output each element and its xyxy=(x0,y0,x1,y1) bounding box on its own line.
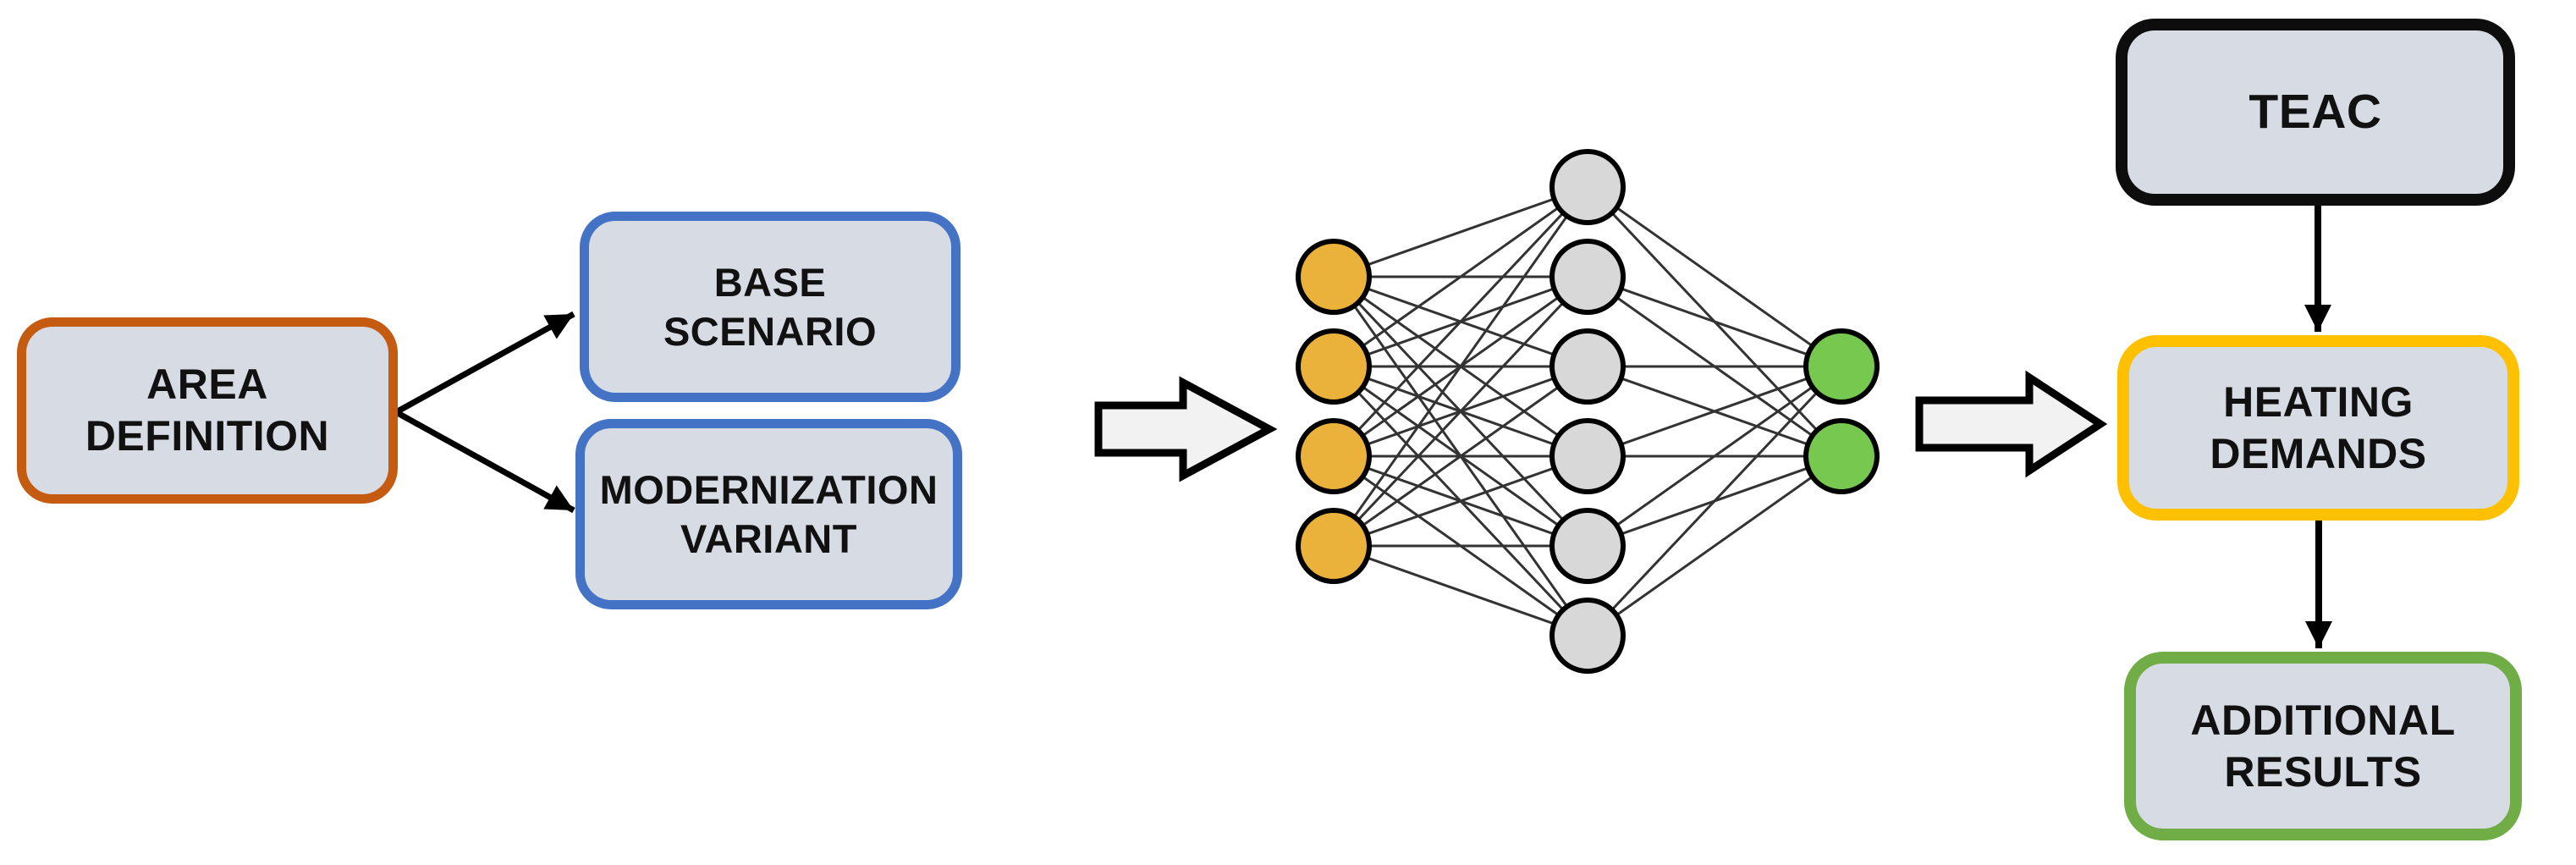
base-scenario-box: BASE SCENARIO xyxy=(580,212,960,402)
nn-node-hidden xyxy=(1549,239,1626,315)
flow-arrow-scenarios-to-network-icon xyxy=(1094,376,1278,482)
nn-edge xyxy=(1333,185,1588,278)
area-definition-label: AREA DEFINITION xyxy=(85,361,330,460)
neural-network-nodes xyxy=(1296,149,1880,674)
area-definition-box: AREA DEFINITION xyxy=(17,317,398,504)
nn-node-input xyxy=(1296,508,1372,584)
nn-edge xyxy=(1587,185,1842,368)
nn-edge xyxy=(1332,185,1589,458)
nn-edge xyxy=(1332,186,1589,547)
nn-node-input xyxy=(1296,239,1372,315)
base-scenario-label: BASE SCENARIO xyxy=(663,260,878,354)
teac-box: TEAC xyxy=(2116,19,2515,206)
modernization-variant-label: MODERNIZATION VARIANT xyxy=(599,467,938,561)
additional-results-label: ADDITIONAL RESULTS xyxy=(2190,696,2456,796)
nn-node-hidden xyxy=(1549,598,1626,674)
nn-edge xyxy=(1587,365,1842,458)
nn-edge xyxy=(1587,365,1842,548)
nn-node-output xyxy=(1803,418,1880,494)
nn-edge xyxy=(1587,455,1842,637)
nn-node-output xyxy=(1803,328,1880,405)
additional-results-box: ADDITIONAL RESULTS xyxy=(2124,652,2522,840)
nn-edge xyxy=(1586,365,1843,637)
flow-arrow-network-to-heating-icon xyxy=(1915,370,2108,478)
nn-node-hidden xyxy=(1549,328,1626,405)
block-arrows xyxy=(1094,370,2108,482)
connector-arrows xyxy=(394,203,2332,648)
nn-node-hidden xyxy=(1549,508,1626,584)
nn-edge xyxy=(1332,275,1589,548)
nn-node-input xyxy=(1296,328,1372,405)
nn-node-hidden xyxy=(1549,418,1626,494)
neural-network-edges xyxy=(1332,185,1843,637)
nn-edge xyxy=(1333,185,1588,368)
nn-edge xyxy=(1587,275,1842,368)
heating-demands-label: HEATING DEMANDS xyxy=(2210,377,2427,477)
nn-node-input xyxy=(1296,418,1372,494)
nn-node-hidden xyxy=(1549,149,1626,225)
teac-label: TEAC xyxy=(2248,84,2382,139)
nn-edge xyxy=(1333,544,1588,637)
modernization-variant-box: MODERNIZATION VARIANT xyxy=(575,419,962,609)
arrow-area-to-base xyxy=(394,311,575,416)
arrow-area-to-modernization xyxy=(394,409,575,514)
nn-edge xyxy=(1333,365,1588,548)
nn-edge xyxy=(1333,455,1588,548)
heating-demands-box: HEATING DEMANDS xyxy=(2117,335,2519,521)
